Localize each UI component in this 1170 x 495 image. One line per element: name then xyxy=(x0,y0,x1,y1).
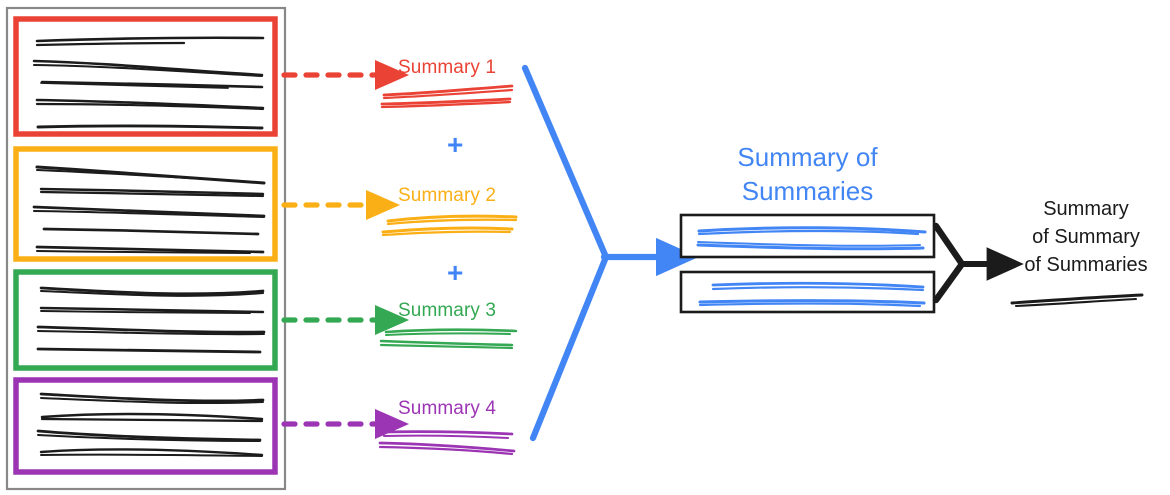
sos-box-1[interactable] xyxy=(679,213,936,259)
summary-of-summaries-title-line1: Summary of xyxy=(737,142,878,172)
final-underline-scribble xyxy=(1010,293,1144,308)
final-output-line1: Summary xyxy=(1043,198,1129,220)
document-text-lines xyxy=(36,286,266,354)
summary-scribble-orange xyxy=(381,214,518,237)
document-box-red[interactable] xyxy=(13,16,278,137)
plus-operator-1: + xyxy=(447,129,464,160)
document-text-lines xyxy=(36,392,265,457)
document-text-lines xyxy=(32,36,265,130)
blue-merge-arrow xyxy=(521,64,699,442)
sos-scribble xyxy=(696,226,927,251)
final-output-line3: of Summaries xyxy=(1024,254,1148,276)
summary-label-4: Summary 4 xyxy=(398,398,497,419)
summary-label-3: Summary 3 xyxy=(398,300,497,321)
summary-label-2: Summary 2 xyxy=(398,185,497,206)
summary-scribble-red xyxy=(380,84,514,109)
sos-scribble xyxy=(698,281,926,308)
document-box-orange[interactable] xyxy=(13,146,278,262)
summary-scribble-purple xyxy=(378,430,516,456)
document-box-purple[interactable] xyxy=(13,377,278,475)
source-documents-frame xyxy=(5,6,287,491)
black-merge-arrow xyxy=(932,222,1024,304)
document-box-green[interactable] xyxy=(13,269,278,371)
summary-of-summaries-title-line2: Summaries xyxy=(741,176,874,206)
sos-box-2[interactable] xyxy=(679,270,936,314)
plus-operator-2: + xyxy=(447,257,464,288)
summary-label-1: Summary 1 xyxy=(398,57,497,78)
document-text-lines xyxy=(32,165,266,254)
final-output-line2: of Summary xyxy=(1032,226,1140,248)
summary-scribble-green xyxy=(379,328,518,350)
